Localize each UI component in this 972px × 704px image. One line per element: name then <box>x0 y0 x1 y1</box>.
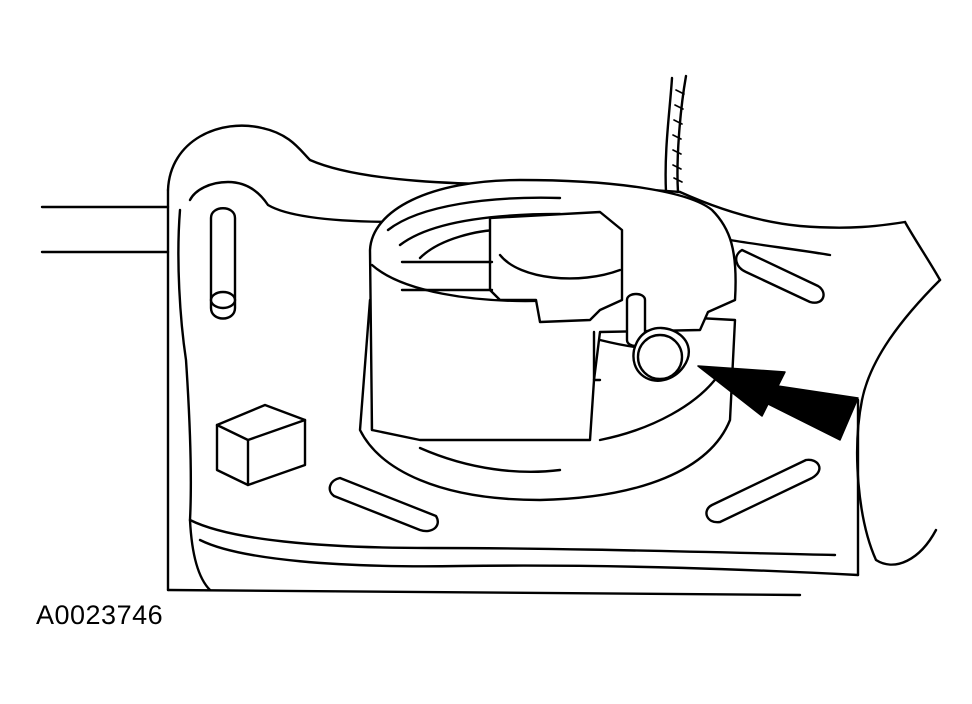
figure-id-label: A0023746 <box>36 600 164 630</box>
alignment-pin <box>209 207 237 320</box>
small-block <box>215 403 307 487</box>
pointer-arrow <box>697 365 859 441</box>
plate-slots <box>328 248 825 533</box>
housing-outline <box>40 74 942 577</box>
mounting-plate <box>166 180 860 597</box>
roller-pin <box>625 292 690 382</box>
